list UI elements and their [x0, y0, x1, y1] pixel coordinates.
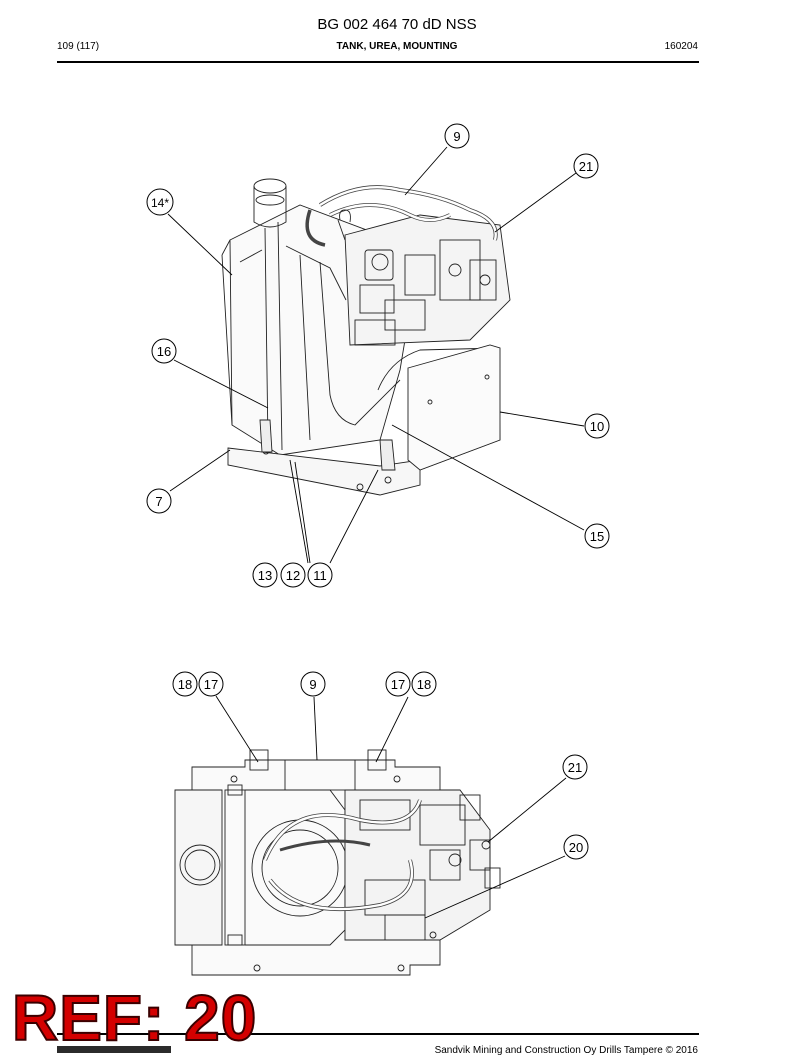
- tank-assembly-isometric: [221, 178, 511, 496]
- date-code: 160204: [664, 41, 698, 52]
- callout-label: 17: [204, 677, 218, 692]
- tank-assembly-top-view: [174, 749, 501, 976]
- document-title: BG 002 464 70 dD NSS: [317, 16, 477, 33]
- callout-label: 11: [313, 568, 327, 583]
- callout-label: 13: [258, 568, 272, 583]
- callout-label: 17: [391, 677, 405, 692]
- callout-label: 9: [453, 129, 460, 144]
- leader-lines: [167, 146, 585, 919]
- callout-label: 20: [569, 840, 583, 855]
- callout-label: 21: [568, 760, 582, 775]
- footer-rule: [57, 1033, 699, 1035]
- callout-label: 14*: [151, 196, 169, 210]
- reference-stamp: REF: 20: [11, 982, 258, 1054]
- callout-label: 21: [579, 159, 593, 174]
- callout-label: 18: [417, 677, 431, 692]
- copyright-text: Sandvik Mining and Construction Oy Drill…: [434, 1045, 698, 1056]
- callout-label: 18: [178, 677, 192, 692]
- callout-label: 7: [155, 494, 162, 509]
- page-number: 109 (117): [57, 41, 100, 52]
- callout-label: 10: [590, 419, 604, 434]
- callout-label: 9: [309, 677, 316, 692]
- callout-label: 15: [590, 529, 604, 544]
- company-logo: [57, 1046, 171, 1053]
- callout-circles: [146, 123, 610, 860]
- header-rule: [57, 61, 699, 63]
- callout-label: 12: [286, 568, 300, 583]
- section-title: TANK, UREA, MOUNTING: [336, 41, 458, 52]
- callout-label: 16: [157, 344, 171, 359]
